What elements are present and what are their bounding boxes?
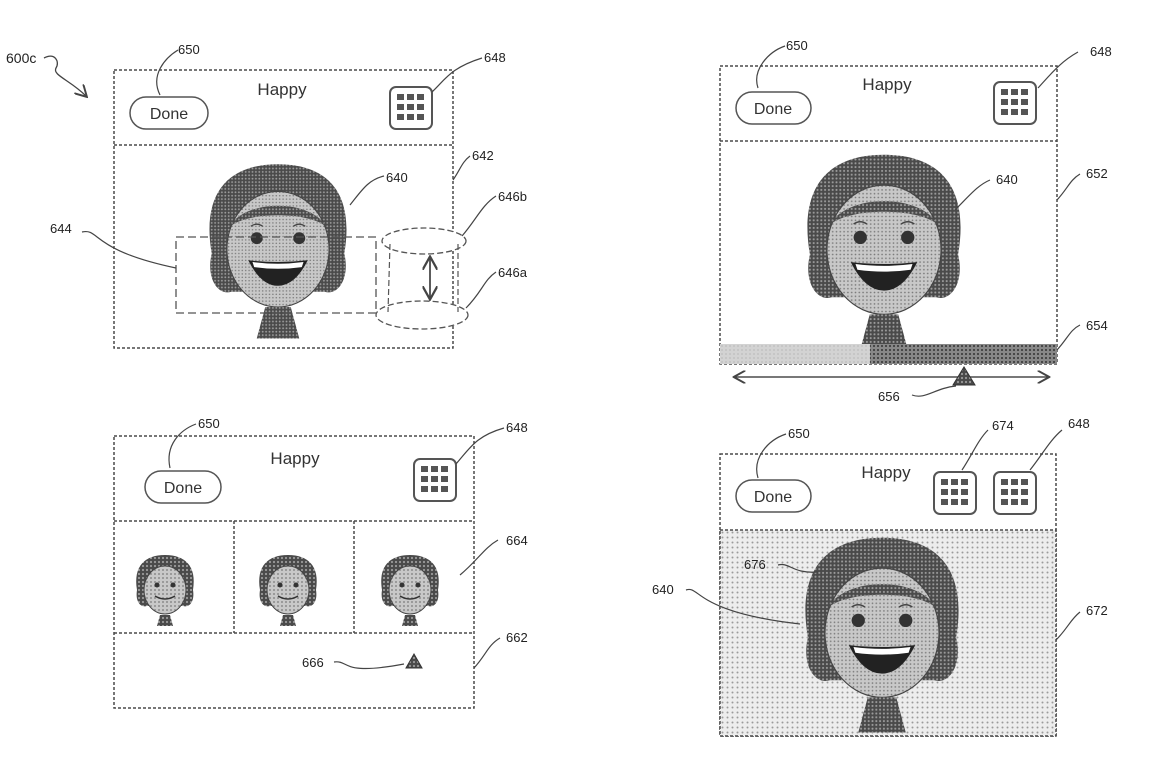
ref-top-handle: 646b xyxy=(498,189,527,204)
done-button-label: Done xyxy=(754,489,792,506)
done-button[interactable] xyxy=(129,96,209,130)
figure-label-arrow xyxy=(43,55,86,96)
done-button-label: Done xyxy=(164,480,202,497)
ref-bottom-handle: 646a xyxy=(498,265,528,280)
ref-avatar: 640 xyxy=(652,582,674,597)
ref-grid: 648 xyxy=(506,420,528,435)
avatar-bounding-box xyxy=(175,236,377,314)
ref-background: 672 xyxy=(1086,603,1108,618)
grid-icon[interactable] xyxy=(993,471,1037,515)
ref-marker: 666 xyxy=(302,655,324,670)
done-button[interactable] xyxy=(735,479,812,513)
mood-title: Happy xyxy=(257,80,307,99)
ref-display: 642 xyxy=(472,148,494,163)
ref-done: 650 xyxy=(198,416,220,431)
done-button[interactable] xyxy=(144,470,222,504)
ref-gallery: 664 xyxy=(506,533,528,548)
ref-indicator: 656 xyxy=(878,389,900,404)
figure-label: 600c xyxy=(6,50,36,66)
ref-avatar: 640 xyxy=(386,170,408,185)
grid-icon[interactable] xyxy=(413,458,457,502)
ref-background-grid: 674 xyxy=(992,418,1014,433)
done-button-label: Done xyxy=(754,101,792,118)
bottom-handle[interactable] xyxy=(375,300,469,330)
panel-top-right: Done Happy 650 648 640 652 654 656 xyxy=(719,38,1112,404)
mood-title: Happy xyxy=(861,463,911,482)
ref-done: 650 xyxy=(786,38,808,53)
panel-bottom-right: Done Happy 650 674 648 640 676 672 xyxy=(652,416,1108,737)
ref-avatar: 640 xyxy=(996,172,1018,187)
ref-bar: 662 xyxy=(506,630,528,645)
ref-bbox: 644 xyxy=(50,221,72,236)
ref-grid: 648 xyxy=(484,50,506,65)
triangle-marker-icon[interactable] xyxy=(405,652,423,669)
mood-title: Happy xyxy=(862,75,912,94)
triangle-marker-icon[interactable] xyxy=(952,366,976,386)
panel-top-left: Done Happy 650 648 642 640 646b 646a 644 xyxy=(50,42,528,349)
grid-icon[interactable] xyxy=(389,86,433,130)
ref-hair: 676 xyxy=(744,557,766,572)
panel-bottom-left: Done Happy 650 648 664 662 666 xyxy=(113,416,528,709)
background-grid-icon[interactable] xyxy=(933,471,977,515)
ref-grid: 648 xyxy=(1090,44,1112,59)
done-button[interactable] xyxy=(735,91,812,125)
grid-icon[interactable] xyxy=(993,81,1037,125)
slider-light-part xyxy=(720,344,870,364)
ref-display: 652 xyxy=(1086,166,1108,181)
ref-done: 650 xyxy=(788,426,810,441)
done-button-label: Done xyxy=(150,106,188,123)
top-handle[interactable] xyxy=(381,227,467,255)
ref-done: 650 xyxy=(178,42,200,57)
ref-grid: 648 xyxy=(1068,416,1090,431)
ref-slider: 654 xyxy=(1086,318,1108,333)
mood-title: Happy xyxy=(270,449,320,468)
